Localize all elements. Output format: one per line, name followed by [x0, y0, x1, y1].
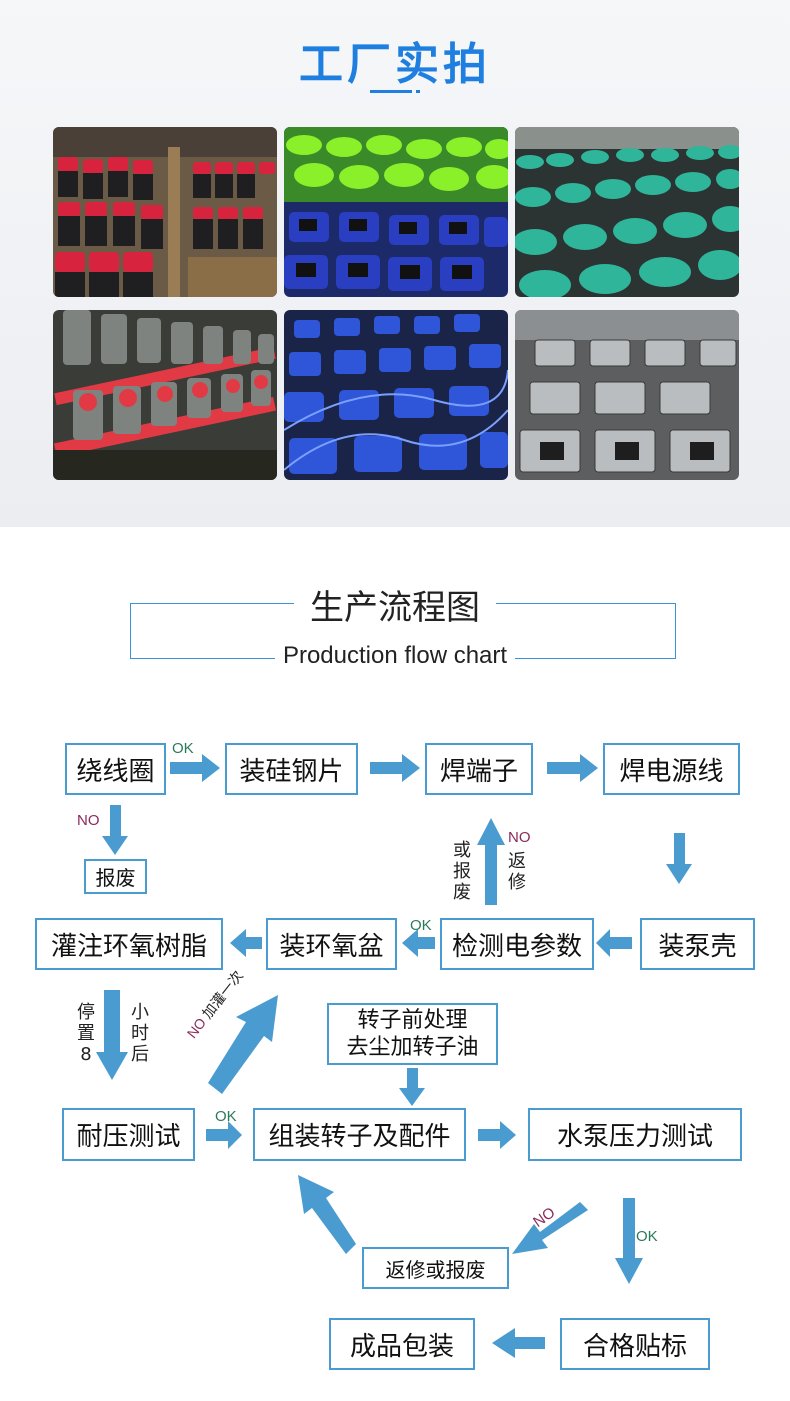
- photo-red-black-pumps: [53, 127, 277, 297]
- arrow-right: [170, 754, 220, 782]
- arrow-right: [547, 754, 598, 782]
- factory-title: 工厂实拍: [299, 39, 491, 90]
- title-underline-dot: [416, 90, 420, 93]
- arrow-down: [102, 805, 128, 855]
- step-silicon-steel: 装硅钢片: [225, 743, 358, 795]
- arrow-up: [477, 818, 505, 905]
- photo-blue-housings: [284, 310, 508, 480]
- arrow-right: [206, 1121, 242, 1149]
- step-weld-power-cord: 焊电源线: [603, 743, 740, 795]
- arrow-down: [96, 990, 128, 1080]
- step-winding: 绕线圈: [65, 743, 166, 795]
- step-rotor-pretreatment: 转子前处理 去尘加转子油: [327, 1003, 498, 1065]
- step-repair-or-scrap: 返修或报废: [362, 1247, 509, 1289]
- arrow-right: [478, 1121, 516, 1149]
- label-ok-winding: OK: [172, 740, 194, 757]
- rotor-pre-line2: 去尘加转子油: [346, 1035, 479, 1060]
- label-no-winding: NO: [77, 812, 100, 829]
- label-repair: 返修: [508, 851, 526, 893]
- title-underline: [370, 90, 412, 93]
- arrow-left: [230, 929, 262, 957]
- label-ok-test: OK: [410, 917, 432, 934]
- label-no-test: NO: [508, 829, 531, 846]
- label-ok-pump: OK: [636, 1228, 658, 1245]
- label-hours-later: 小时后: [131, 1002, 149, 1065]
- arrow-right: [370, 754, 420, 782]
- label-ok-pressure: OK: [215, 1108, 237, 1125]
- label-or-scrap: 或报废: [453, 840, 471, 903]
- flow-title-en: Production flow chart: [0, 642, 790, 670]
- arrow-down: [399, 1068, 425, 1106]
- photo-teal-pumps: [515, 127, 739, 297]
- step-pump-pressure-test: 水泵压力测试: [528, 1108, 742, 1161]
- step-install-epoxy-pot: 装环氧盆: [266, 918, 397, 970]
- arrow-left: [402, 929, 435, 957]
- flow-title-cn: 生产流程图: [0, 580, 790, 629]
- step-qualified-label: 合格贴标: [560, 1318, 710, 1370]
- arrow-left: [492, 1328, 545, 1358]
- factory-section: 工厂实拍: [0, 0, 790, 527]
- step-pressure-test: 耐压测试: [62, 1108, 195, 1161]
- arrow-left: [596, 929, 632, 957]
- photo-red-pumps: [53, 310, 277, 480]
- step-weld-terminal: 焊端子: [425, 743, 533, 795]
- step-pour-epoxy: 灌注环氧树脂: [35, 918, 223, 970]
- step-scrap: 报废: [84, 859, 147, 894]
- photo-green-blue-pumps: [284, 127, 508, 297]
- photo-gray-housings: [515, 310, 739, 480]
- arrow-diagonal-up: [208, 995, 278, 1094]
- step-test-params: 检测电参数: [440, 918, 594, 970]
- arrow-down: [666, 833, 692, 884]
- step-packing: 成品包装: [329, 1318, 475, 1370]
- arrow-diagonal-up: [298, 1175, 356, 1254]
- step-assemble-rotor: 组装转子及配件: [253, 1108, 466, 1161]
- arrow-down: [615, 1198, 643, 1284]
- step-install-shell: 装泵壳: [640, 918, 755, 970]
- arrow-diagonal-down: [512, 1202, 588, 1254]
- rotor-pre-line1: 转子前处理: [357, 1008, 468, 1033]
